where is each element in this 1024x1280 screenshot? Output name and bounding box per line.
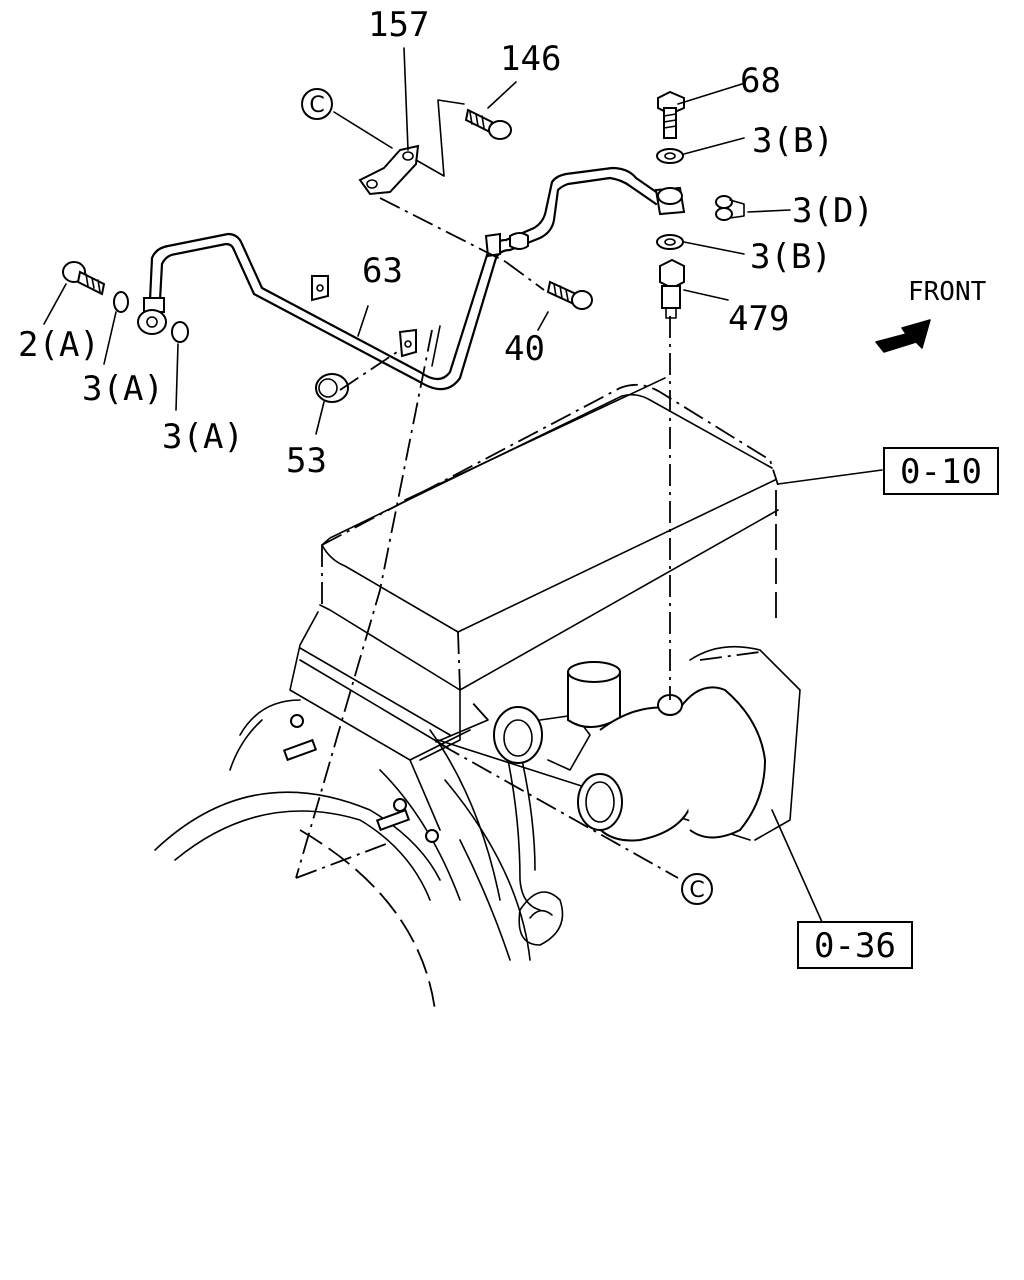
phantom-lines xyxy=(295,197,679,879)
engine-block-outline xyxy=(154,377,779,1011)
bolt-2a xyxy=(62,261,106,296)
reference-box-0-10[interactable]: 0-10 xyxy=(883,447,999,495)
label-3d: 3(D) xyxy=(792,191,874,231)
callout-circle-bottom: C xyxy=(681,873,713,905)
bolt-68 xyxy=(657,90,685,139)
label-3a-1: 3(A) xyxy=(82,369,164,409)
label-157: 157 xyxy=(368,5,429,45)
connector-479 xyxy=(659,258,685,319)
washer-3a-1 xyxy=(113,291,129,313)
label-68: 68 xyxy=(740,61,781,101)
label-3a-2: 3(A) xyxy=(162,417,244,457)
bolt-40 xyxy=(546,280,593,310)
callout-circle-top: C xyxy=(301,88,333,120)
bolt-146 xyxy=(464,108,512,140)
reference-box-0-36[interactable]: 0-36 xyxy=(797,921,913,969)
reference-label-0-36: 0-36 xyxy=(814,926,896,966)
washer-3a-2 xyxy=(171,321,189,343)
washer-3b-top xyxy=(656,148,684,164)
label-3b-top: 3(B) xyxy=(752,121,834,161)
nut-53 xyxy=(315,373,349,403)
label-53: 53 xyxy=(286,441,327,481)
label-146: 146 xyxy=(500,39,561,79)
front-label: FRONT xyxy=(908,277,987,307)
tube-63 xyxy=(137,166,686,391)
reference-label-0-10: 0-10 xyxy=(900,452,982,492)
label-40: 40 xyxy=(504,329,545,369)
callout-label-bottom: C xyxy=(689,878,704,903)
front-arrow-icon xyxy=(875,319,931,353)
pump-assembly xyxy=(493,645,801,842)
washer-3b-bottom xyxy=(656,234,684,250)
label-479: 479 xyxy=(728,299,789,339)
leader-lines xyxy=(43,47,883,923)
label-3b-bottom: 3(B) xyxy=(750,237,832,277)
label-63: 63 xyxy=(362,251,403,291)
bracket-157 xyxy=(358,144,420,196)
callout-label-top: C xyxy=(309,93,324,118)
label-2a: 2(A) xyxy=(18,325,100,365)
clip-3d xyxy=(715,195,745,221)
